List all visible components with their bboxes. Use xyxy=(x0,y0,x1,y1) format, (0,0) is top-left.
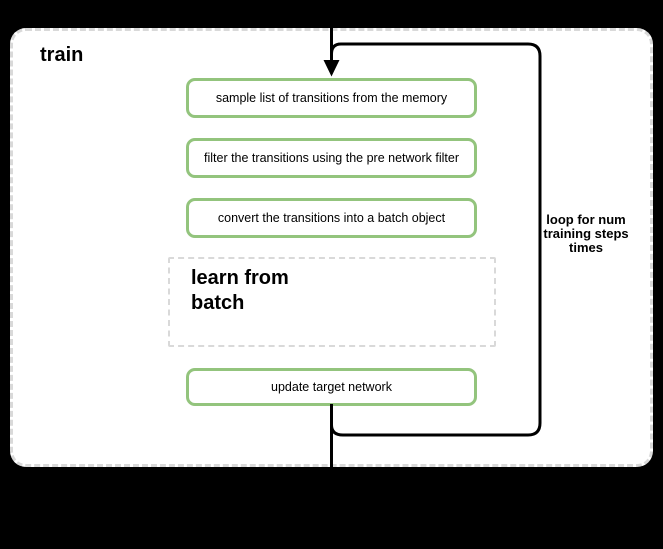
loop-label: loop for num training steps times xyxy=(536,213,636,255)
loop-label-line: training steps xyxy=(543,226,629,241)
loop-label-line: times xyxy=(569,240,603,255)
step-update-target-network: update target network xyxy=(186,368,477,406)
loop-label-line: loop for num xyxy=(546,212,626,227)
step-filter-transitions: filter the transitions using the pre net… xyxy=(186,138,477,178)
step-label: filter the transitions using the pre net… xyxy=(204,151,459,165)
subprocess-label-line: learn from xyxy=(191,267,289,289)
train-container: train sample list of transitions from th… xyxy=(10,28,653,467)
train-label: train xyxy=(40,44,84,66)
step-convert-batch: convert the transitions into a batch obj… xyxy=(186,198,477,238)
subprocess-label-line: batch xyxy=(191,292,245,314)
step-sample-transitions: sample list of transitions from the memo… xyxy=(186,78,477,118)
step-label: convert the transitions into a batch obj… xyxy=(217,211,446,225)
subprocess-learn-from-batch: learn from batch xyxy=(168,257,496,347)
step-label: sample list of transitions from the memo… xyxy=(215,91,448,105)
step-label: update target network xyxy=(271,380,392,394)
